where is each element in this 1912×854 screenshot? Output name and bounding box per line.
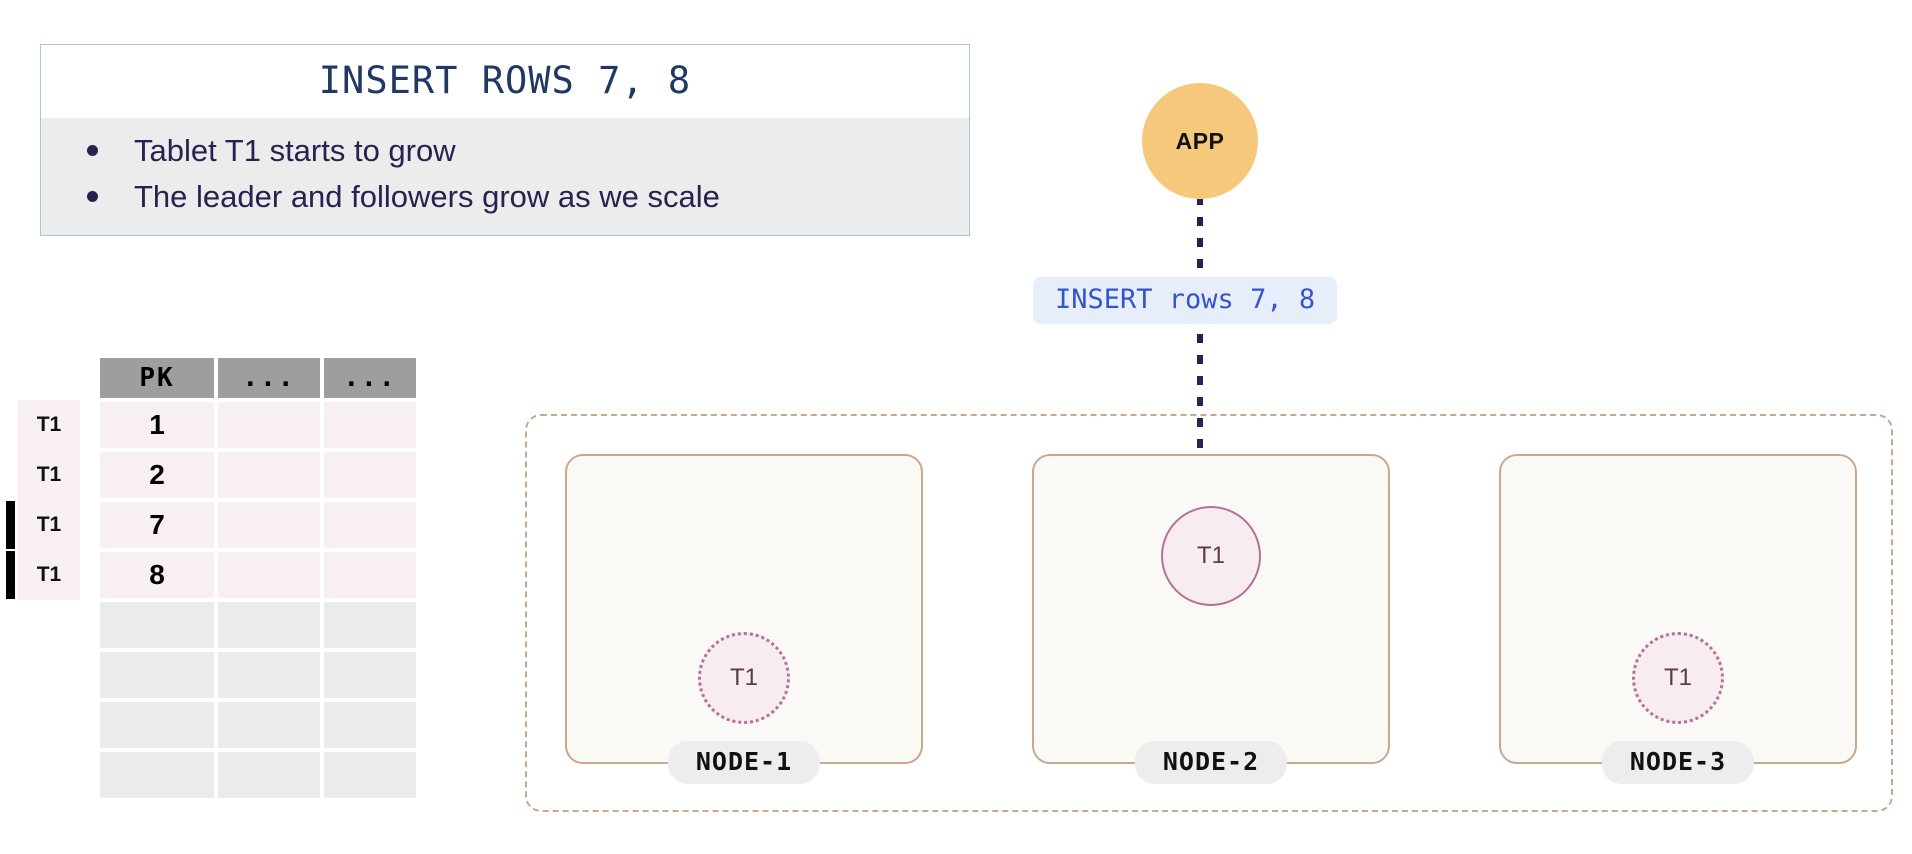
tablet-t1-leader: T1 xyxy=(1161,506,1261,606)
column-header-ellipsis-2: ... xyxy=(322,356,418,400)
table-row-empty xyxy=(0,600,418,650)
callout-bullet-list: Tablet T1 starts to grow The leader and … xyxy=(41,118,969,236)
callout-panel: INSERT ROWS 7, 8 Tablet T1 starts to gro… xyxy=(40,44,970,237)
row-highlight-bar xyxy=(6,551,15,599)
cell-ellipsis-1 xyxy=(216,550,322,600)
cell-pk: 8 xyxy=(98,550,216,600)
cell-empty xyxy=(322,650,418,700)
tablet-label: T1 xyxy=(1663,664,1692,691)
cell-ellipsis-2 xyxy=(322,500,418,550)
tablet-t1-follower: T1 xyxy=(1632,632,1724,724)
table-row: T1 8 xyxy=(0,550,418,600)
node-1-label: NODE-1 xyxy=(667,741,821,784)
tag-spacer xyxy=(18,650,80,700)
table-header-row: PK ... ... xyxy=(0,356,418,400)
tablet-label: T1 xyxy=(1196,542,1225,569)
cell-pk: 1 xyxy=(98,400,216,450)
app-node-label: APP xyxy=(1175,127,1225,154)
callout-title: INSERT ROWS 7, 8 xyxy=(41,45,969,118)
cell-empty xyxy=(98,600,216,650)
cell-empty xyxy=(322,600,418,650)
cell-ellipsis-2 xyxy=(322,400,418,450)
cell-empty xyxy=(98,750,216,800)
cell-empty xyxy=(216,600,322,650)
node-2: T1 NODE-2 xyxy=(1032,454,1390,784)
list-item: Tablet T1 starts to grow xyxy=(41,128,969,174)
cell-empty xyxy=(216,750,322,800)
row-tablet-tag: T1 xyxy=(18,450,80,500)
cell-empty xyxy=(98,700,216,750)
table-row: T1 7 xyxy=(0,500,418,550)
column-header-ellipsis-1: ... xyxy=(216,356,322,400)
tablet-t1-follower: T1 xyxy=(698,632,790,724)
table-row: T1 2 xyxy=(0,450,418,500)
node-3-label: NODE-3 xyxy=(1601,741,1755,784)
tag-spacer xyxy=(18,356,80,400)
row-tablet-tag-label: T1 xyxy=(36,563,62,586)
list-item: The leader and followers grow as we scal… xyxy=(41,174,969,220)
node-2-label: NODE-2 xyxy=(1134,741,1288,784)
bullet-text: Tablet T1 starts to grow xyxy=(134,133,456,168)
cell-ellipsis-2 xyxy=(322,450,418,500)
row-tablet-tag: T1 xyxy=(6,550,80,600)
row-tablet-tag: T1 xyxy=(18,400,80,450)
cell-pk: 2 xyxy=(98,450,216,500)
tag-spacer xyxy=(18,600,80,650)
cluster-container: T1 NODE-1 T1 NODE-2 T1 NODE-3 xyxy=(525,414,1893,812)
rows-table: PK ... ... T1 1 T1 2 T1 7 xyxy=(0,356,418,800)
tablet-label: T1 xyxy=(729,664,758,691)
cell-ellipsis-1 xyxy=(216,400,322,450)
table-row-empty xyxy=(0,750,418,800)
table-row: T1 1 xyxy=(0,400,418,450)
row-highlight-bar xyxy=(6,501,15,549)
cell-ellipsis-1 xyxy=(216,450,322,500)
row-tablet-tag-label: T1 xyxy=(36,513,62,536)
cell-empty xyxy=(322,700,418,750)
bullet-dot-icon xyxy=(87,191,98,202)
node-1: T1 NODE-1 xyxy=(565,454,923,784)
tag-spacer xyxy=(18,700,80,750)
insert-query-label: INSERT rows 7, 8 xyxy=(1033,277,1338,324)
cell-empty xyxy=(98,650,216,700)
node-3: T1 NODE-3 xyxy=(1499,454,1857,784)
cell-empty xyxy=(216,700,322,750)
cell-empty xyxy=(322,750,418,800)
cell-pk: 7 xyxy=(98,500,216,550)
bullet-text: The leader and followers grow as we scal… xyxy=(134,178,720,214)
table-row-empty xyxy=(0,650,418,700)
table-row-empty xyxy=(0,700,418,750)
cell-ellipsis-1 xyxy=(216,500,322,550)
cell-empty xyxy=(216,650,322,700)
bullet-dot-icon xyxy=(87,145,98,157)
column-header-pk: PK xyxy=(98,356,216,400)
tag-spacer xyxy=(18,750,80,800)
row-tablet-tag: T1 xyxy=(6,500,80,550)
cell-ellipsis-2 xyxy=(322,550,418,600)
app-node: APP xyxy=(1142,83,1258,199)
